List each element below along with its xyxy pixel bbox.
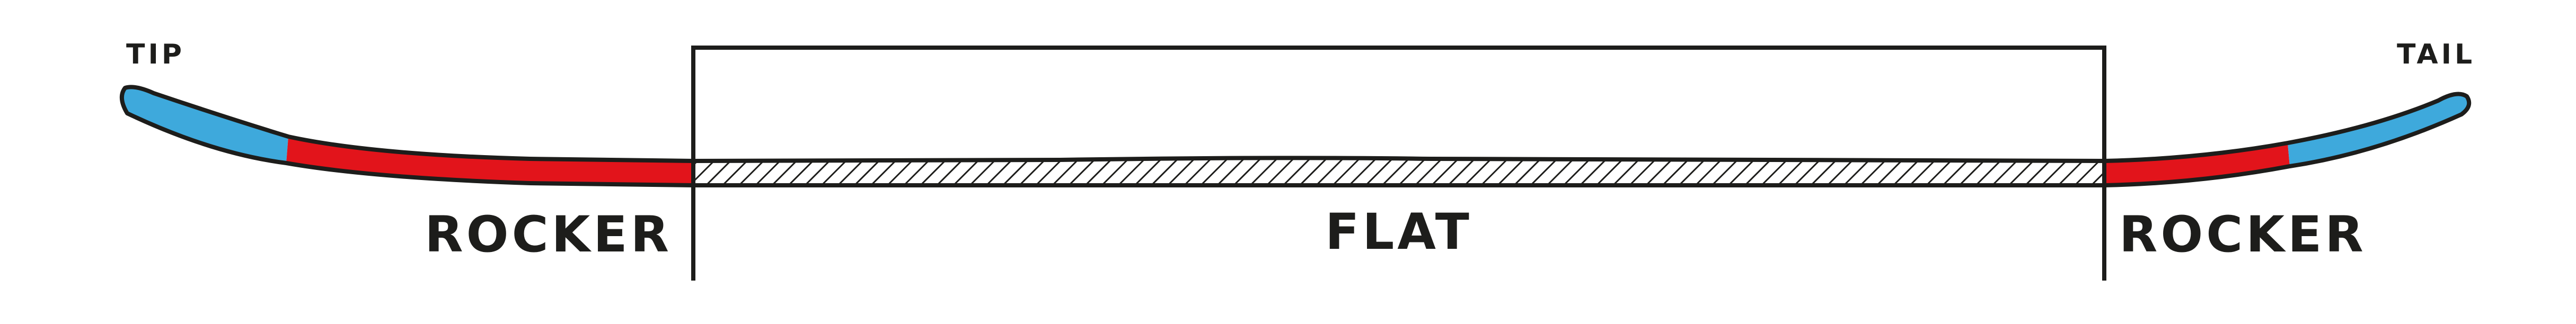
flat-zone-base bbox=[693, 158, 2104, 185]
rocker-zone-left bbox=[286, 137, 693, 185]
tail-zone-right bbox=[2288, 94, 2469, 166]
flat-label: FLAT bbox=[1325, 203, 1472, 261]
rocker-label-left: ROCKER bbox=[425, 206, 672, 264]
tip-label: TIP bbox=[126, 39, 185, 70]
rocker-zone-right bbox=[2104, 143, 2290, 185]
board-outline bbox=[120, 85, 2472, 187]
tip-zone-left bbox=[121, 87, 288, 163]
tail-label: TAIL bbox=[2397, 39, 2475, 70]
rocker-label-right: ROCKER bbox=[2119, 206, 2367, 264]
